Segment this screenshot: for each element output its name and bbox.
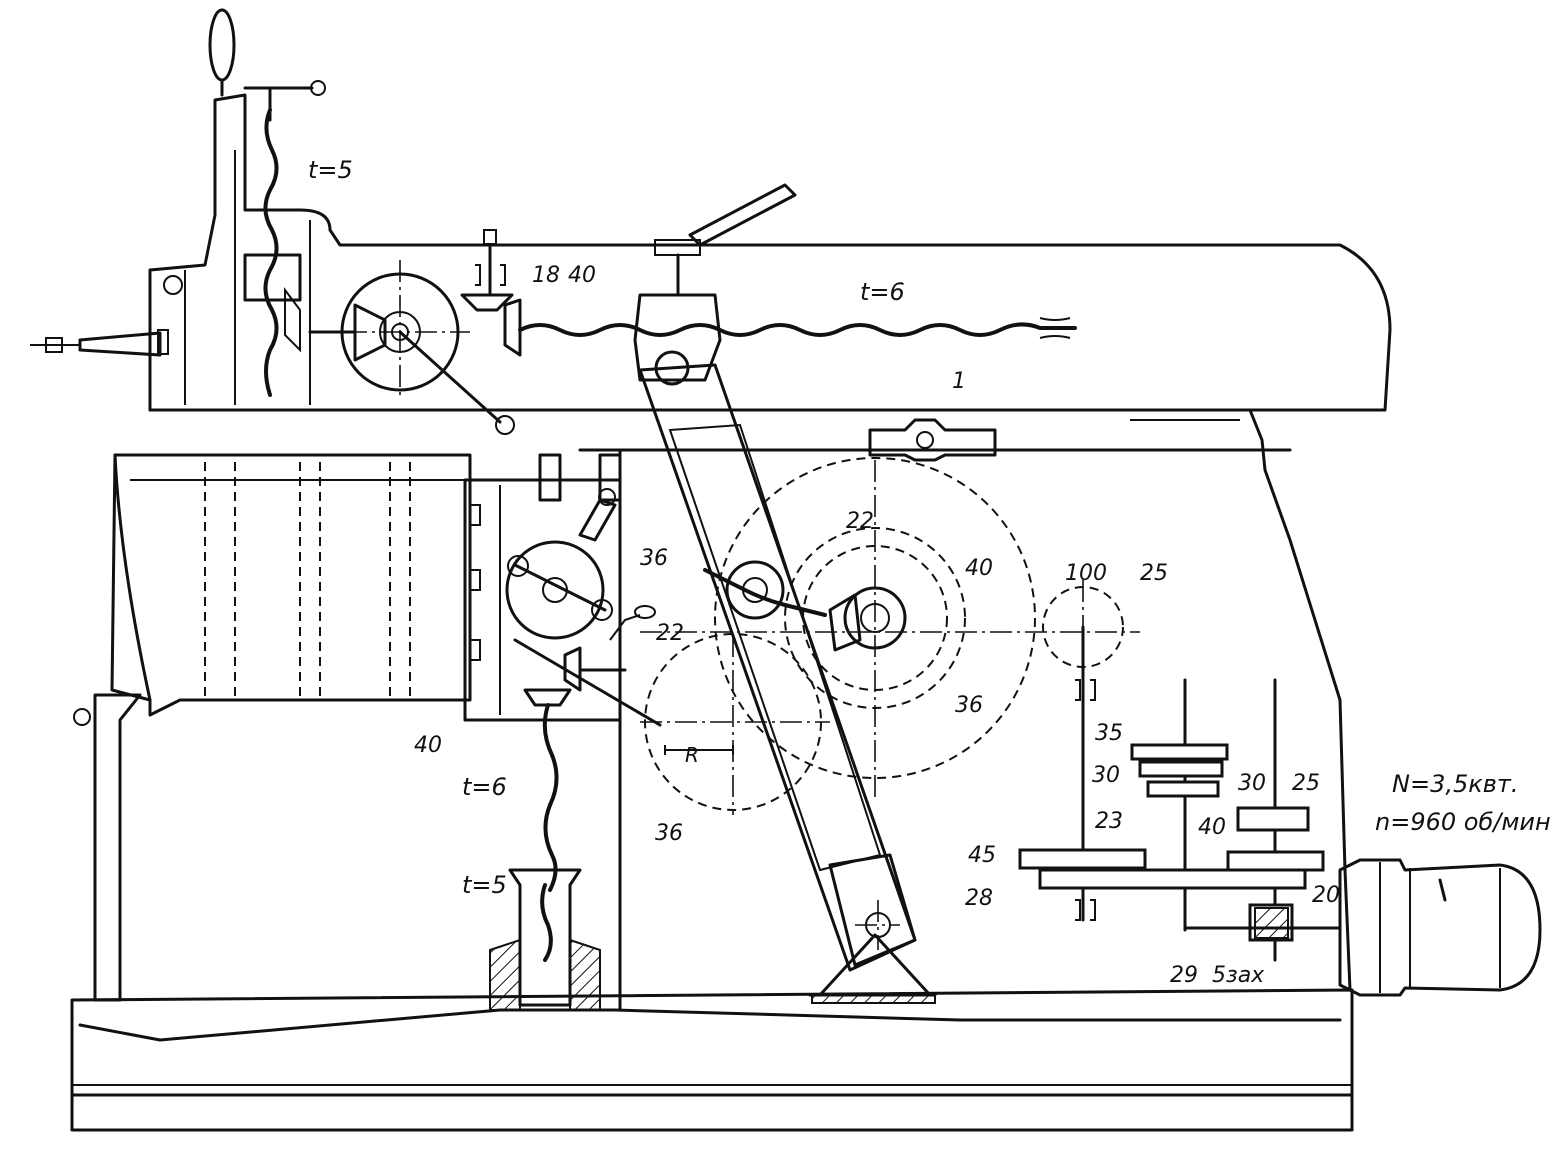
label-gear-25-b: 25 (1292, 771, 1320, 796)
label-gear-1: 1 (952, 369, 966, 394)
crank-icon (725, 560, 785, 620)
diagram-labels: t=5 t=6 t=6 t=5 1 18 40 36 22 40 22 40 1… (308, 156, 1551, 988)
label-gear-36-lower: 36 (655, 821, 683, 846)
label-gear-29: 29 (1170, 963, 1198, 988)
ram-lead-screw (518, 322, 1077, 337)
label-gear-100: 100 (1065, 561, 1107, 586)
bull-gear-train (640, 418, 1140, 922)
label-gear-45: 45 (968, 843, 996, 868)
label-gear-18: 18 (532, 263, 560, 288)
table-nut (489, 868, 601, 1011)
label-gear-30-a: 30 (1092, 763, 1120, 788)
table-vertical-screw (542, 703, 559, 892)
ram (30, 8, 1392, 412)
ram-feed-gears (308, 229, 522, 435)
label-gear-35: 35 (1095, 721, 1123, 746)
rocker-arm (638, 363, 937, 1004)
label-gear-23: 23 (1095, 809, 1123, 834)
label-gear-40-gearbox: 40 (1198, 815, 1226, 840)
vertical-feed-screw-top (243, 108, 302, 397)
label-t-mid: t=6 (462, 773, 507, 801)
label-gear-36-center: 36 (955, 693, 983, 718)
motor-power-label: N=3,5квт. (1392, 770, 1518, 798)
label-t-top: t=5 (308, 156, 353, 184)
label-gear-40-top: 40 (568, 263, 596, 288)
motor-speed-label: n=960 об/мин (1375, 808, 1551, 836)
label-gear-40-upper: 40 (965, 556, 993, 581)
label-t-main: t=6 (860, 278, 905, 306)
label-gear-20: 20 (1312, 883, 1340, 908)
electric-motor (1338, 858, 1542, 997)
label-gear-36-mid: 36 (640, 546, 668, 571)
label-radius-r: R (685, 743, 699, 767)
label-t-lower: t=5 (462, 871, 507, 899)
feed-mechanism (463, 453, 662, 727)
label-gear-22-mid: 22 (656, 621, 684, 646)
ram-clamp-lever (633, 183, 797, 386)
label-worm-starts: 5зах (1212, 963, 1265, 988)
machine-base (70, 988, 1354, 1132)
label-gear-40-left: 40 (414, 733, 442, 758)
machine-column (73, 408, 1352, 1012)
label-gear-28: 28 (965, 886, 993, 911)
label-gear-22-upper: 22 (846, 509, 874, 534)
gear-icon (714, 457, 1036, 779)
gear-icon (505, 540, 605, 640)
label-gear-25-right: 25 (1140, 561, 1168, 586)
label-gear-30-b: 30 (1238, 771, 1266, 796)
handwheel-icon (208, 8, 236, 82)
gearbox (1018, 678, 1342, 962)
